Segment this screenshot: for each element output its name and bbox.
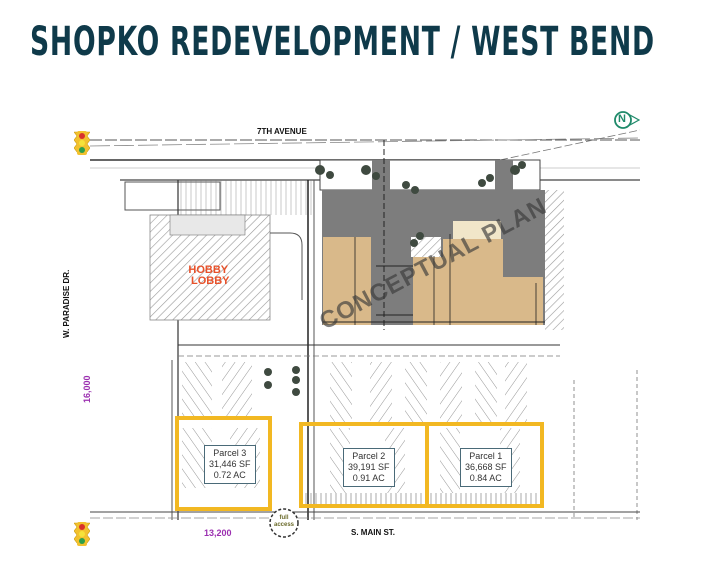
parcel-3-area: 31,446 SF — [209, 459, 251, 469]
parcel-1-acres: 0.84 AC — [469, 473, 502, 483]
anchor-tenant-line2: LOBBY — [191, 275, 230, 287]
street-label-main-st: S. MAIN ST. — [351, 528, 396, 537]
parcel-1-area: 36,668 SF — [465, 462, 507, 472]
parcel-2-label: Parcel 2 39,191 SF 0.91 AC — [343, 448, 395, 487]
anchor-tenant-label: HOBBY LOBBY — [187, 264, 230, 287]
north-arrow-label: N — [618, 113, 626, 125]
anchor-tenant-line1: HOBBY — [188, 264, 229, 276]
access-marker: full access — [271, 515, 297, 529]
parcel-1-name: Parcel 1 — [469, 451, 503, 461]
parcel-1-label: Parcel 1 36,668 SF 0.84 AC — [460, 448, 512, 487]
parcel-3-label: Parcel 3 31,446 SF 0.72 AC — [204, 445, 256, 484]
traffic-count-paradise: 16,000 — [82, 375, 92, 403]
north-arrow-icon: N — [614, 111, 641, 129]
parcel-2-acres: 0.91 AC — [352, 473, 385, 483]
traffic-light-icon — [74, 522, 90, 546]
page-title: SHOPKO REDEVELOPMENT / WEST BEND — [30, 19, 655, 65]
street-label-7th-avenue: 7TH AVENUE — [257, 127, 307, 136]
street-label-paradise-dr: W. PARADISE DR. — [62, 269, 71, 338]
access-marker-line2: access — [273, 522, 295, 528]
parcel-2-name: Parcel 2 — [352, 451, 386, 461]
traffic-light-icon — [74, 131, 90, 155]
parcel-2-area: 39,191 SF — [348, 462, 390, 472]
access-marker-line1: full — [279, 515, 289, 521]
parcel-3-acres: 0.72 AC — [213, 470, 246, 480]
traffic-count-main: 13,200 — [204, 528, 232, 538]
parcel-3-name: Parcel 3 — [213, 448, 247, 458]
